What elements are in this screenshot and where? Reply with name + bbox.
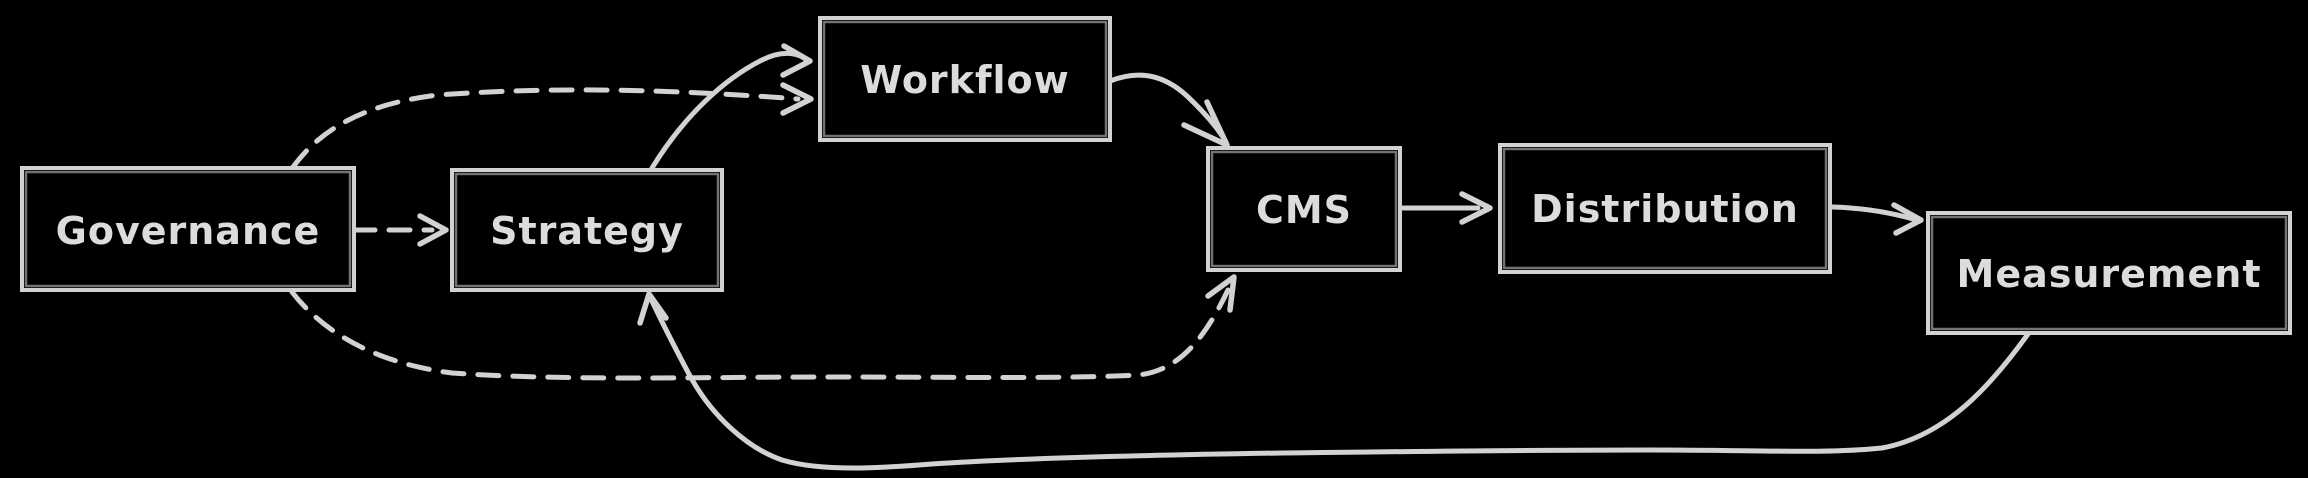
node-distribution-box <box>1498 143 1832 274</box>
node-cms[interactable]: CMS <box>1206 146 1402 272</box>
edge-distribution-measurement-line <box>1830 204 1916 222</box>
node-cms-box <box>1206 146 1402 272</box>
edge-governance-workflow-line <box>290 87 801 170</box>
node-distribution-label: Distribution <box>1531 187 1799 231</box>
node-workflow-box <box>818 16 1112 142</box>
node-strategy[interactable]: Strategy <box>450 168 724 292</box>
node-distribution-box-sketch <box>1502 147 1828 270</box>
node-measurement[interactable]: Measurement <box>1926 211 2292 335</box>
node-governance-label: Governance <box>56 209 321 253</box>
node-cms-label: CMS <box>1256 188 1352 232</box>
edges-layer <box>289 43 2031 471</box>
edge-strategy-workflow[interactable] <box>649 43 813 171</box>
node-measurement-box-sketch <box>1930 215 2288 331</box>
node-governance-box <box>20 166 356 292</box>
edge-governance-cms-arrowhead-icon <box>1205 274 1237 313</box>
node-strategy-box-sketch <box>454 172 720 288</box>
edge-strategy-workflow-arrowhead-icon <box>780 43 813 78</box>
edge-measurement-strategy-line <box>648 296 2031 471</box>
node-governance[interactable]: Governance <box>20 166 356 292</box>
node-strategy-label: Strategy <box>490 209 684 253</box>
edge-measurement-strategy[interactable] <box>637 291 2031 471</box>
edge-governance-cms[interactable] <box>289 274 1237 381</box>
node-workflow-box-sketch <box>822 20 1108 138</box>
node-measurement-label: Measurement <box>1957 252 2262 296</box>
nodes-layer: Governance Strategy Workflow CMS Distrib… <box>20 16 2292 335</box>
edge-workflow-cms[interactable] <box>1107 72 1230 148</box>
edge-workflow-cms-arrowhead-icon <box>1181 99 1230 148</box>
edge-cms-distribution-arrowhead-icon <box>1459 191 1493 225</box>
edge-distribution-measurement-arrowhead-icon <box>1891 202 1924 236</box>
edge-cms-distribution[interactable] <box>1400 191 1493 225</box>
edge-governance-strategy[interactable] <box>351 213 449 247</box>
edge-distribution-measurement[interactable] <box>1830 202 1924 236</box>
node-distribution[interactable]: Distribution <box>1498 143 1832 274</box>
edge-measurement-strategy-arrowhead-icon <box>637 291 669 326</box>
edge-governance-workflow[interactable] <box>290 82 814 170</box>
node-workflow-label: Workflow <box>860 58 1069 102</box>
edge-governance-workflow-arrowhead-icon <box>780 82 814 116</box>
edge-governance-cms-line <box>289 287 1231 381</box>
node-governance-box-sketch <box>24 170 352 288</box>
node-strategy-box <box>450 168 724 292</box>
edge-governance-strategy-arrowhead-icon <box>417 213 449 247</box>
node-cms-box-sketch <box>1210 150 1398 268</box>
node-workflow[interactable]: Workflow <box>818 16 1112 142</box>
node-measurement-box <box>1926 211 2292 335</box>
